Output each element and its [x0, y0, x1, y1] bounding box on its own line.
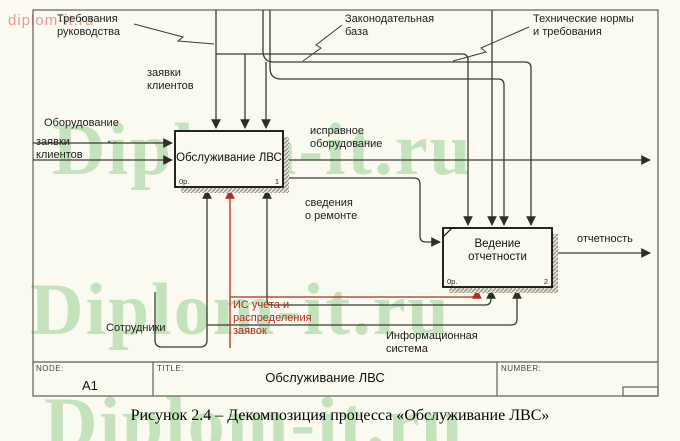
label-staff: Сотрудники: [106, 322, 166, 334]
output-arrows: [285, 155, 651, 258]
activity-box-1: [174, 130, 289, 193]
label-repair-info: сведения о ремонте: [305, 197, 358, 222]
callout-lines: [133, 23, 530, 62]
label-reporting-output: отчетность: [577, 233, 633, 245]
box1-title: Обслуживание ЛВС: [176, 152, 282, 164]
label-equipment: Оборудование: [44, 117, 119, 129]
control-arrows: [211, 10, 536, 226]
figure-caption: Рисунок 2.4 – Декомпозиция процесса «Обс…: [130, 407, 550, 424]
node-field-label: NODE:: [36, 364, 64, 373]
node-field-value: A1: [82, 378, 98, 393]
title-field-label: TITLE:: [157, 364, 185, 373]
label-management-requirements: Требования руководства: [57, 13, 120, 38]
title-field-value: Обслуживание ЛВС: [265, 370, 385, 385]
label-information-system: Информационная система: [386, 330, 478, 355]
watermark-top-left: diplom-it.ru: [8, 12, 95, 29]
box2-corner-code: 0р.: [447, 277, 458, 286]
label-client-requests-top: заявки клиентов: [147, 67, 194, 92]
label-working-equipment: исправное оборудование: [310, 125, 383, 150]
label-technical-norms: Технические нормы и требования: [533, 13, 634, 38]
box1-number: 1: [274, 177, 279, 186]
box2-title: Ведение отчетности: [468, 238, 527, 263]
number-field-label: NUMBER:: [501, 364, 542, 373]
box2-number: 2: [543, 277, 548, 286]
label-legislative-base: Законодательная база: [345, 13, 435, 38]
box1-corner-code: 0р.: [179, 177, 190, 186]
activity-box-2: [442, 227, 558, 293]
diagram-frame: [32, 9, 659, 397]
input-arrows: [33, 138, 173, 165]
label-client-requests-left: заявки клиентов: [36, 136, 83, 161]
mechanism-arrows: [154, 189, 522, 348]
label-accounting-is: ИС учета и распределения заявок: [233, 299, 312, 337]
